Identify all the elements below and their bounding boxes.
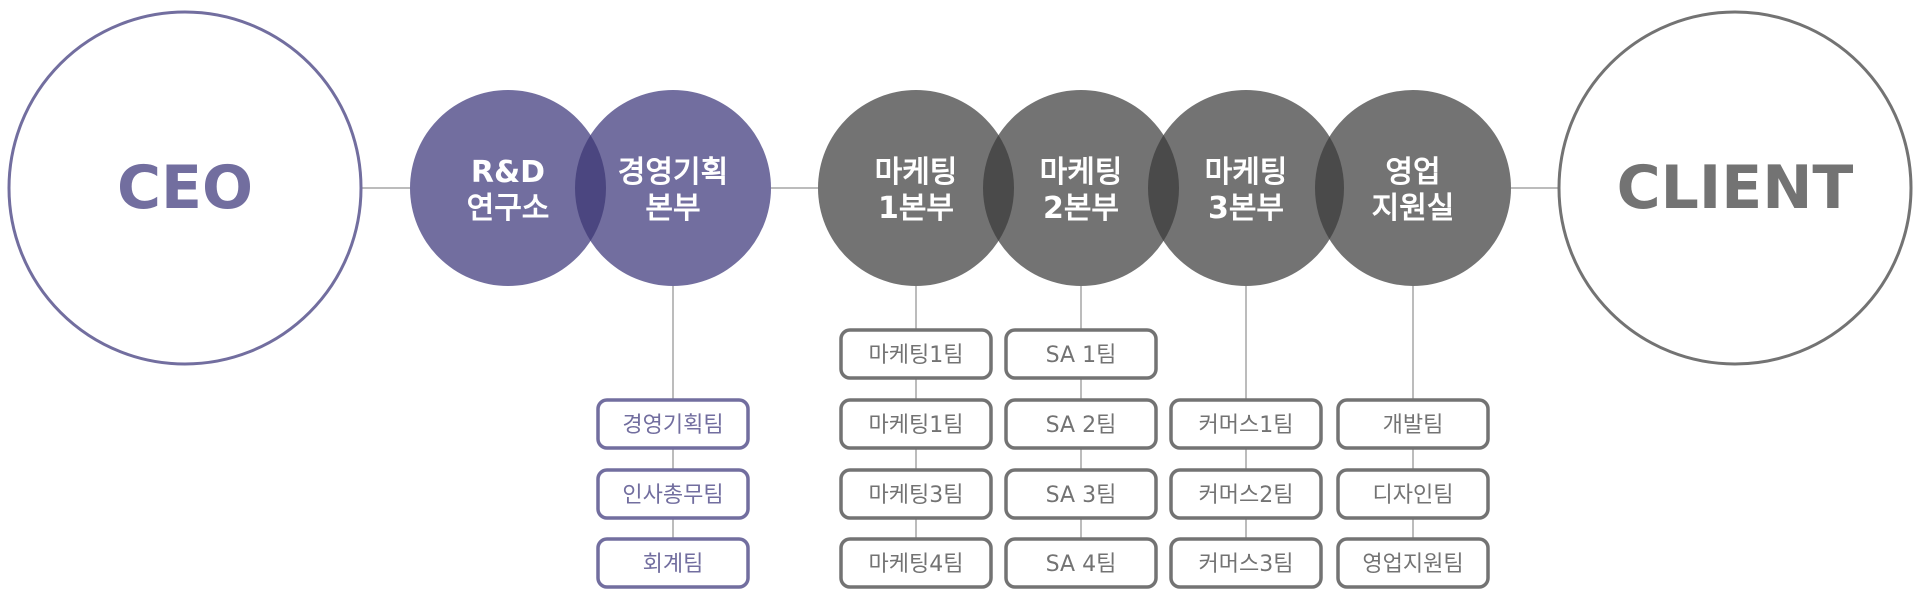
team-box: 커머스1팀 [1169, 398, 1323, 450]
team-box: SA 1팀 [1004, 328, 1158, 380]
division-overlap [1315, 136, 1344, 240]
team-box-label: 마케팅1팀 [869, 413, 964, 438]
team-box: SA 2팀 [1004, 398, 1158, 450]
team-box-label: 개발팀 [1383, 413, 1444, 438]
team-box-frame [839, 468, 993, 520]
team-box-frame [1169, 537, 1323, 589]
division-overlap [982, 135, 1014, 241]
division-circle-mkt2 [983, 90, 1179, 286]
team-box-label: SA 2팀 [1046, 413, 1117, 438]
division-label-line2: 지원실 [1372, 191, 1455, 226]
division-label-line2: 본부 [645, 191, 700, 226]
team-box-frame [1004, 468, 1158, 520]
ceo-circle [7, 10, 363, 366]
team-box-frame [596, 468, 750, 520]
division-circles [410, 90, 1511, 286]
team-box-frame [1004, 398, 1158, 450]
team-box-label: 디자인팀 [1373, 483, 1454, 508]
ceo-label: CEO [117, 153, 253, 223]
team-box-frame [1336, 398, 1490, 450]
division-label-line2: 3본부 [1208, 191, 1284, 226]
team-box-label: SA 4팀 [1046, 552, 1117, 577]
team-box-frame [1169, 468, 1323, 520]
team-box-frame [1004, 328, 1158, 380]
team-box-frame [839, 398, 993, 450]
client-node: CLIENT [1557, 10, 1913, 366]
division-label-line1: R&D [471, 155, 545, 190]
team-box: 개발팀 [1336, 398, 1490, 450]
team-box-label: 마케팅4팀 [869, 552, 964, 577]
team-box-label: 마케팅1팀 [869, 343, 964, 368]
team-box-label: 커머스2팀 [1199, 483, 1294, 508]
division-circle-rnd [410, 90, 606, 286]
team-box-frame [1336, 537, 1490, 589]
team-box: 인사총무팀 [596, 468, 750, 520]
team-box-label: 인사총무팀 [622, 483, 723, 508]
client-circle [1557, 10, 1913, 366]
division-label-line2: 2본부 [1043, 191, 1119, 226]
team-box-label: SA 1팀 [1046, 343, 1117, 368]
team-box-frame [839, 328, 993, 380]
division-overlap [1148, 135, 1179, 241]
division-circle-mkt3 [1148, 90, 1344, 286]
team-box-label: 마케팅3팀 [869, 483, 964, 508]
division-label-line2: 연구소 [467, 191, 550, 226]
division-label-line1: 마케팅 [1205, 155, 1288, 190]
division-label-line1: 마케팅 [1040, 155, 1123, 190]
team-box-label: 커머스3팀 [1199, 552, 1294, 577]
team-box: 디자인팀 [1336, 468, 1490, 520]
division-label-line1: 영업 [1385, 155, 1440, 190]
team-box-frame [596, 537, 750, 589]
team-box: SA 4팀 [1004, 537, 1158, 589]
division-overlaps [575, 135, 1344, 241]
team-box-frame [839, 537, 993, 589]
team-box: SA 3팀 [1004, 468, 1158, 520]
team-box: 회계팀 [596, 537, 750, 589]
division-overlap [575, 135, 607, 241]
team-box-label: 회계팀 [643, 552, 704, 577]
team-box-label: 커머스1팀 [1199, 413, 1294, 438]
team-box-frame [596, 398, 750, 450]
team-box: 마케팅3팀 [839, 468, 993, 520]
team-box: 영업지원팀 [1336, 537, 1490, 589]
team-box: 커머스3팀 [1169, 537, 1323, 589]
team-box-frame [1336, 468, 1490, 520]
division-circle-sales [1315, 90, 1511, 286]
team-box-frame [1004, 537, 1158, 589]
division-label-line2: 1본부 [878, 191, 954, 226]
division-circle-mgmt [575, 90, 771, 286]
team-box-frame [1169, 398, 1323, 450]
team-box: 마케팅4팀 [839, 537, 993, 589]
client-label: CLIENT [1617, 153, 1854, 223]
team-box-label: SA 3팀 [1046, 483, 1117, 508]
team-box: 마케팅1팀 [839, 328, 993, 380]
team-box: 마케팅1팀 [839, 398, 993, 450]
division-circle-mkt1 [818, 90, 1014, 286]
team-box: 커머스2팀 [1169, 468, 1323, 520]
ceo-node: CEO [7, 10, 363, 366]
team-box: 경영기획팀 [596, 398, 750, 450]
division-label-line1: 마케팅 [875, 155, 958, 190]
team-box-label: 영업지원팀 [1362, 552, 1463, 577]
division-label-line1: 경영기획 [618, 155, 728, 190]
team-box-label: 경영기획팀 [622, 413, 723, 438]
